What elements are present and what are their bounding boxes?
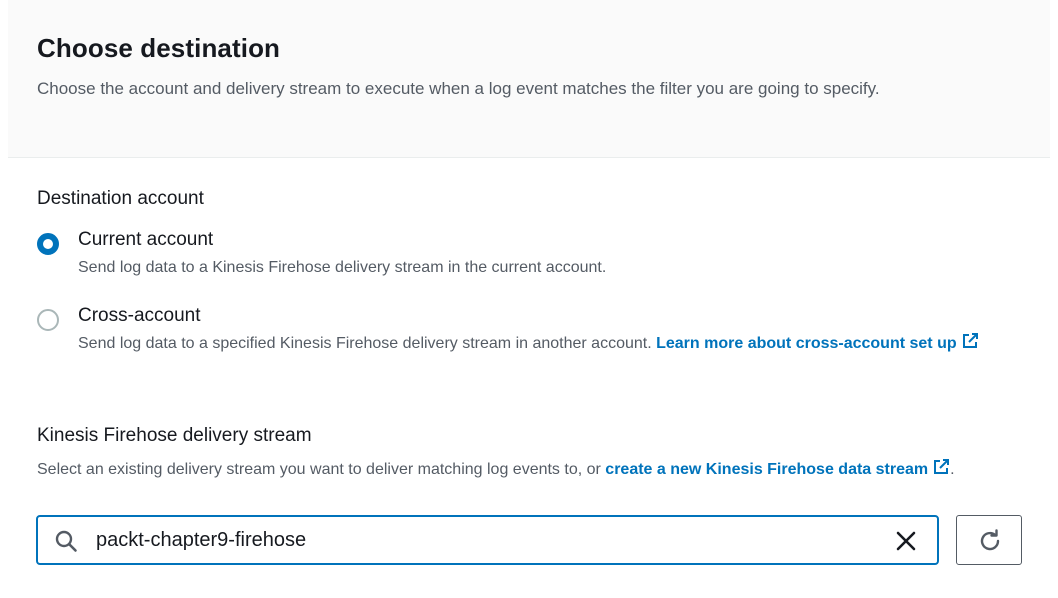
section-header: Choose destination Choose the account an… bbox=[8, 0, 1050, 158]
refresh-button[interactable] bbox=[956, 515, 1022, 565]
page-title: Choose destination bbox=[37, 33, 281, 63]
close-icon[interactable] bbox=[892, 527, 920, 555]
refresh-icon bbox=[980, 529, 1000, 551]
radio-cross-account-description: Send log data to a specified Kinesis Fir… bbox=[78, 332, 1018, 358]
learn-more-cross-account-link[interactable]: Learn more about cross-account set up bbox=[656, 333, 979, 352]
radio-cross-account-label[interactable]: Cross-account bbox=[78, 305, 201, 326]
create-firehose-stream-link-text[interactable]: create a new Kinesis Firehose data strea… bbox=[605, 461, 929, 478]
external-link-icon bbox=[932, 458, 950, 484]
delivery-stream-hint-suffix: . bbox=[950, 461, 955, 478]
radio-current-account-label[interactable]: Current account bbox=[78, 229, 214, 250]
radio-current-account[interactable] bbox=[37, 233, 59, 255]
delivery-stream-search[interactable] bbox=[36, 515, 939, 565]
external-link-icon bbox=[961, 332, 979, 358]
cross-account-description-text: Send log data to a specified Kinesis Fir… bbox=[78, 335, 652, 352]
destination-account-label: Destination account bbox=[37, 188, 204, 209]
delivery-stream-hint: Select an existing delivery stream you w… bbox=[37, 458, 1017, 484]
delivery-stream-label: Kinesis Firehose delivery stream bbox=[37, 425, 312, 446]
search-icon bbox=[54, 529, 78, 558]
learn-more-cross-account-link-text[interactable]: Learn more about cross-account set up bbox=[656, 335, 957, 352]
radio-cross-account[interactable] bbox=[37, 309, 59, 331]
delivery-stream-hint-text: Select an existing delivery stream you w… bbox=[37, 461, 601, 478]
page-description: Choose the account and delivery stream t… bbox=[37, 79, 880, 98]
delivery-stream-search-input[interactable] bbox=[96, 525, 876, 555]
radio-current-account-description: Send log data to a Kinesis Firehose deli… bbox=[78, 259, 607, 276]
create-firehose-stream-link[interactable]: create a new Kinesis Firehose data strea… bbox=[605, 459, 950, 478]
